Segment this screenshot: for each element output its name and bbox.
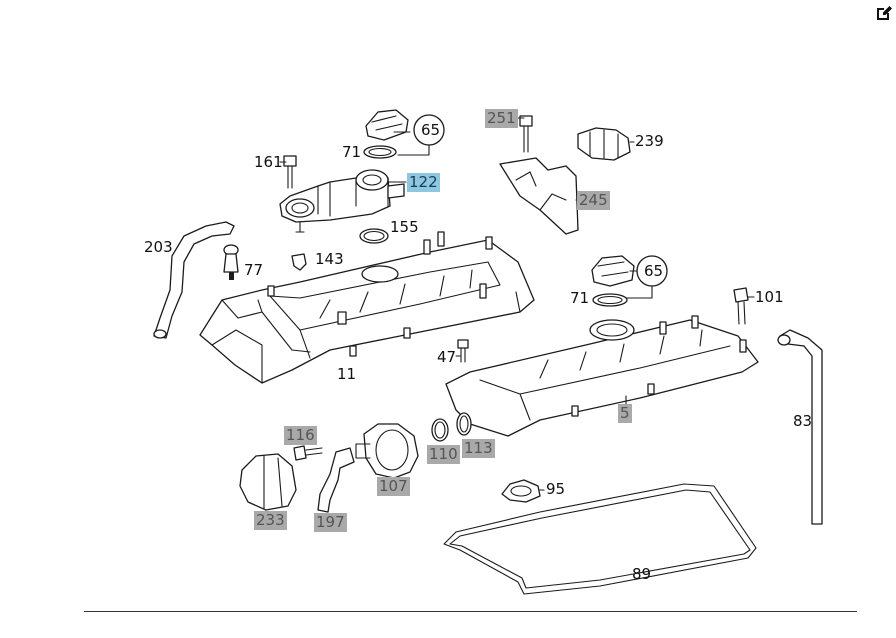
callout-89[interactable]: 89 <box>632 565 652 583</box>
callout-11[interactable]: 11 <box>337 365 357 383</box>
part-cylinder-head-cover-right <box>445 315 759 437</box>
part-bolt-116 <box>293 445 323 461</box>
callout-65-upper[interactable]: 65 <box>421 121 441 139</box>
callout-47[interactable]: 47 <box>437 348 457 366</box>
part-cylinder-head-cover-left <box>199 231 535 384</box>
part-pipe-83 <box>777 329 823 525</box>
callout-71-lower[interactable]: 71 <box>570 289 590 307</box>
leader-65-lower <box>625 270 653 299</box>
part-ring-155 <box>359 228 389 244</box>
callout-113[interactable]: 113 <box>462 439 495 458</box>
callout-83[interactable]: 83 <box>793 412 813 430</box>
part-ring-110 <box>431 418 449 442</box>
callout-239[interactable]: 239 <box>635 132 664 150</box>
part-hose-197 <box>317 447 355 513</box>
callout-116[interactable]: 116 <box>284 426 317 445</box>
callout-65-lower[interactable]: 65 <box>644 262 664 280</box>
part-bolt-251 <box>519 115 533 153</box>
callout-71-upper[interactable]: 71 <box>342 143 362 161</box>
bottom-divider <box>84 611 857 612</box>
part-oil-separator <box>279 169 405 233</box>
callout-203[interactable]: 203 <box>144 238 173 256</box>
callout-245[interactable]: 245 <box>577 191 610 210</box>
part-cover-233 <box>239 453 297 511</box>
part-bracket-245 <box>499 157 579 235</box>
part-valve-143 <box>291 253 307 271</box>
part-oil-filler-cap-upper <box>363 109 409 159</box>
callout-101[interactable]: 101 <box>755 288 784 306</box>
part-hose-203 <box>153 221 235 339</box>
callout-77[interactable]: 77 <box>244 261 264 279</box>
callout-143[interactable]: 143 <box>315 250 344 268</box>
part-bolt-47 <box>457 339 469 363</box>
part-valve-107 <box>355 423 419 479</box>
edit-icon[interactable] <box>874 3 894 23</box>
callout-233[interactable]: 233 <box>254 511 287 530</box>
callout-95[interactable]: 95 <box>546 480 566 498</box>
leader-65-upper-b <box>397 144 430 156</box>
callout-122[interactable]: 122 <box>407 173 440 192</box>
part-gasket-89 <box>443 483 757 595</box>
callout-197[interactable]: 197 <box>314 513 347 532</box>
part-bolt-101 <box>733 287 749 325</box>
part-sensor-77 <box>223 244 239 280</box>
callout-161[interactable]: 161 <box>254 153 283 171</box>
callout-110[interactable]: 110 <box>427 445 460 464</box>
callout-251[interactable]: 251 <box>485 109 518 128</box>
callout-107[interactable]: 107 <box>377 477 410 496</box>
callout-5[interactable]: 5 <box>618 404 632 423</box>
callout-155[interactable]: 155 <box>390 218 419 236</box>
part-ring-95 <box>501 479 541 503</box>
part-bolt-161 <box>283 155 297 189</box>
part-oil-filler-cap-lower <box>591 255 635 307</box>
part-clip-239 <box>577 127 631 161</box>
part-ring-113 <box>456 412 472 436</box>
